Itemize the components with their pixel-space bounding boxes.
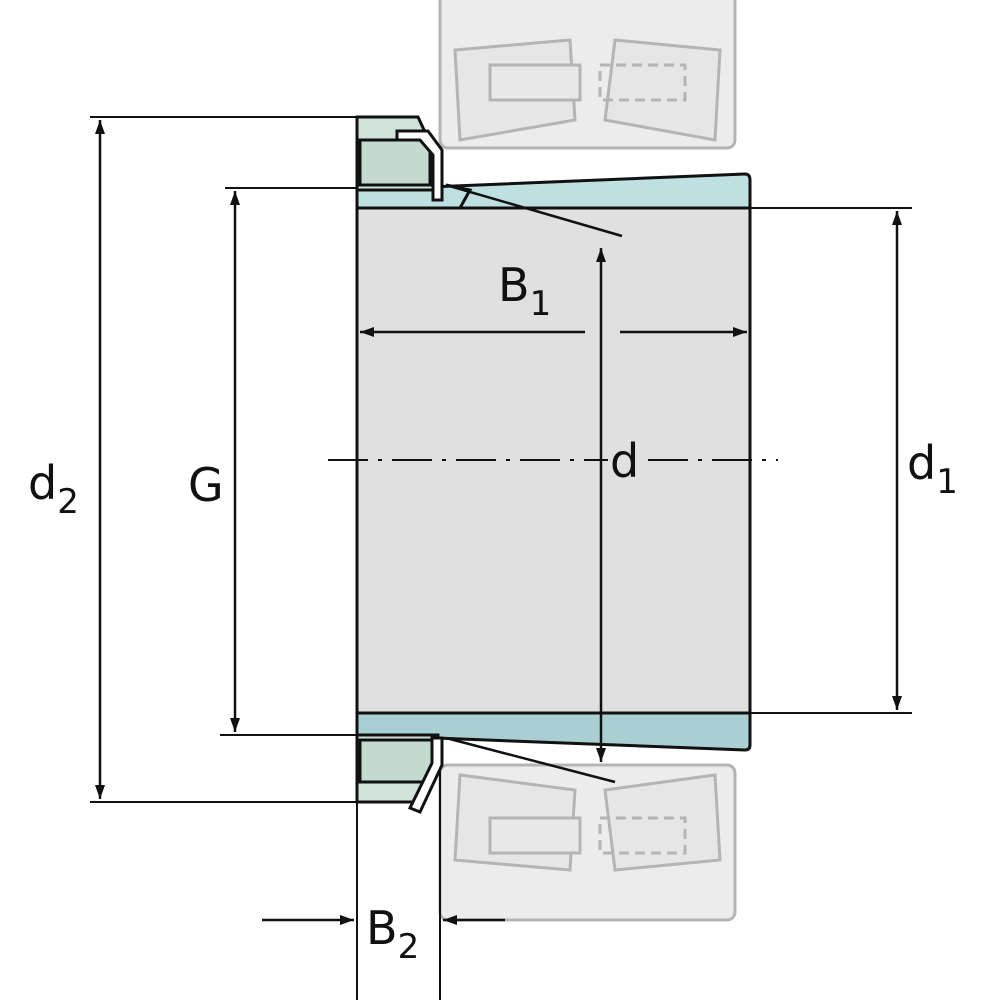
bearing-bottom [438,763,737,922]
label-B2: B2 [366,905,419,964]
label-d1-main: d [907,436,937,490]
sleeve-bottom [355,711,752,752]
label-B2-main: B [366,901,398,955]
lock-nut-bottom [355,733,444,814]
label-d2-main: d [28,456,58,510]
sleeve-top [355,172,752,210]
label-d2-sub: 2 [57,482,79,522]
label-B1-sub: 1 [529,284,552,324]
label-d-main: d [610,434,640,488]
label-B2-sub: 2 [397,927,420,967]
bearing-top [438,0,737,150]
label-d1-sub: 1 [936,462,958,502]
label-G-main: G [188,458,224,512]
label-B1: B1 [498,262,551,321]
label-d: d [608,438,642,484]
extension-lines [90,116,912,1000]
label-G: G [188,462,224,508]
label-d1: d1 [907,440,958,499]
label-d2: d2 [28,460,79,519]
label-B1-main: B [498,258,530,312]
